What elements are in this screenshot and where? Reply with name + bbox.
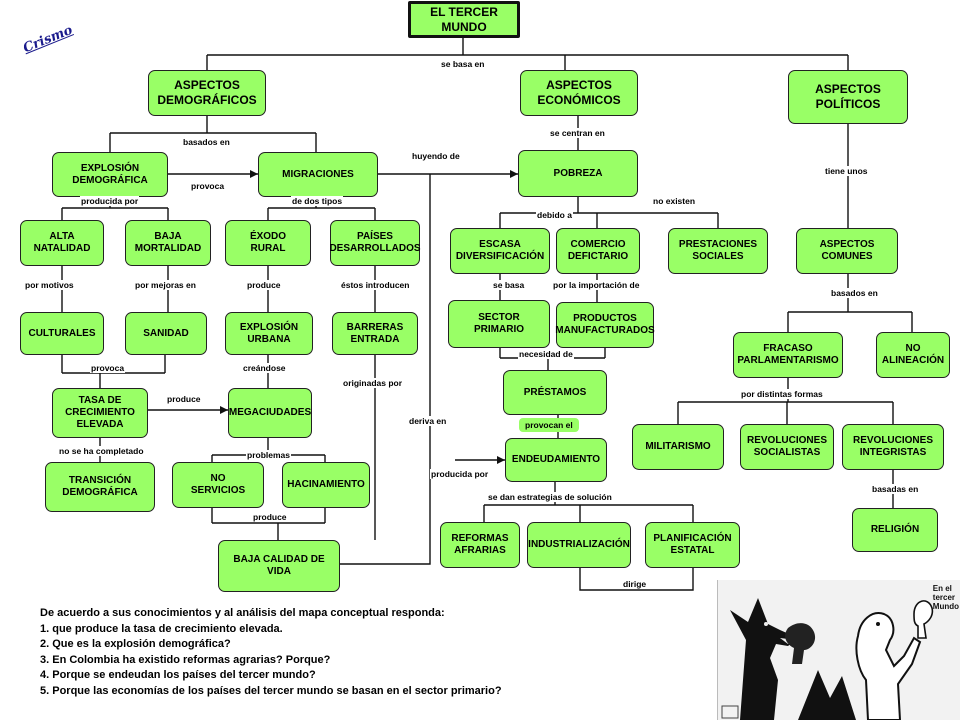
label-se-dan-estrategias: se dan estrategias de solución: [487, 492, 613, 502]
label-dirige: dirige: [622, 579, 648, 589]
node-aspectos-politicos: ASPECTOS POLÍTICOS: [788, 70, 908, 124]
questions-block: De acuerdo a sus conocimientos y al anál…: [40, 606, 680, 699]
label-se-basa-en: se basa en: [440, 59, 486, 69]
label-se-centran-en: se centran en: [549, 128, 606, 138]
node-migraciones: MIGRACIONES: [258, 152, 378, 197]
node-productos-manufacturados: PRODUCTOS MANUFACTURADOS: [555, 302, 655, 348]
label-por-la-importacion-de: por la importación de: [552, 280, 641, 290]
question-5: 5. Porque las economías de los países de…: [40, 684, 502, 697]
node-endeudamiento: ENDEUDAMIENTO: [505, 438, 607, 482]
label-originadas-por: originadas por: [342, 378, 404, 388]
label-problemas: problemas: [246, 450, 291, 460]
node-revoluciones-integristas: REVOLUCIONES INTEGRISTAS: [842, 424, 944, 470]
question-3: 3. En Colombia ha existido reformas agra…: [40, 653, 331, 666]
cartoon-caption: En el tercer Mundo: [932, 584, 959, 611]
label-basadas-en: basadas en: [871, 484, 920, 494]
label-estos-introducen: éstos introducen: [340, 280, 411, 290]
node-pobreza: POBREZA: [518, 150, 638, 197]
label-de-dos-tipos: de dos tipos: [291, 196, 344, 206]
label-basados-en: basados en: [182, 137, 231, 147]
cartoon-image: En el tercer Mundo: [717, 580, 960, 720]
node-no-alineacion: NO ALINEACIÓN: [876, 332, 950, 378]
label-deriva-en: deriva en: [408, 416, 448, 426]
label-producida-por-2: producida por: [430, 469, 490, 479]
node-baja-calidad-vida: BAJA CALIDAD DE VIDA: [218, 540, 340, 592]
node-explosion-demografica: EXPLOSIÓN DEMOGRÁFICA: [52, 152, 168, 197]
node-aspectos-economicos: ASPECTOS ECONÓMICOS: [520, 70, 638, 116]
node-baja-mortalidad: BAJA MORTALIDAD: [125, 220, 211, 266]
label-no-existen: no existen: [652, 196, 697, 206]
label-debido-a: debido a: [536, 210, 573, 220]
node-industrializacion: INDUSTRIALIZACIÓN: [527, 522, 631, 568]
question-2: 2. Que es la explosión demográfica?: [40, 638, 231, 650]
node-prestamos: PRÉSTAMOS: [503, 370, 607, 415]
node-culturales: CULTURALES: [20, 312, 104, 355]
node-comercio-deficitario: COMERCIO DEFICTARIO: [556, 228, 640, 274]
node-aspectos-demograficos: ASPECTOS DEMOGRÁFICOS: [148, 70, 266, 116]
label-creandose: creándose: [242, 363, 287, 373]
node-militarismo: MILITARISMO: [632, 424, 724, 470]
node-reformas-agrarias: REFORMAS AFRARIAS: [440, 522, 520, 568]
questions-intro: De acuerdo a sus conocimientos y al anál…: [40, 607, 445, 619]
node-barreras-entrada: BARRERAS ENTRADA: [332, 312, 418, 355]
node-tercer-mundo: EL TERCER MUNDO: [408, 1, 520, 38]
node-paises-desarrollados: PAÍSES DESARROLLADOS: [329, 220, 421, 266]
label-produce: produce: [246, 280, 282, 290]
label-no-se-ha-completado: no se ha completado: [58, 446, 145, 456]
label-provoca: provoca: [191, 181, 225, 191]
label-tiene-unos: tiene unos: [824, 166, 869, 176]
node-tasa-crecimiento: TASA DE CRECIMIENTO ELEVADA: [52, 388, 148, 438]
question-4: 4. Porque se endeudan los países del ter…: [40, 669, 316, 681]
node-religion: RELIGIÓN: [852, 508, 938, 552]
label-provoca-2: provoca: [90, 363, 126, 373]
node-sanidad: SANIDAD: [125, 312, 207, 355]
node-hacinamiento: HACINAMIENTO: [282, 462, 370, 508]
node-explosion-urbana: EXPLOSIÓN URBANA: [225, 312, 313, 355]
label-necesidad-de: necesidad de: [518, 349, 574, 359]
node-exodo-rural: ÉXODO RURAL: [225, 220, 311, 266]
node-planificacion-estatal: PLANIFICACIÓN ESTATAL: [645, 522, 740, 568]
node-aspectos-comunes: ASPECTOS COMUNES: [796, 228, 898, 274]
label-producida-por: producida por: [80, 196, 140, 206]
node-sector-primario: SECTOR PRIMARIO: [448, 300, 550, 348]
question-1: 1. que produce la tasa de crecimiento el…: [40, 622, 283, 635]
label-basados-en-2: basados en: [830, 288, 879, 298]
node-fracaso-parlamentarismo: FRACASO PARLAMENTARISMO: [733, 332, 843, 378]
label-produce-3: produce: [252, 512, 288, 522]
label-por-distintas-formas: por distintas formas: [740, 389, 824, 399]
node-no-servicios: NO SERVICIOS: [172, 462, 264, 508]
node-revoluciones-socialistas: REVOLUCIONES SOCIALISTAS: [740, 424, 834, 470]
label-por-motivos: por motivos: [24, 280, 75, 290]
node-prestaciones-sociales: PRESTACIONES SOCIALES: [668, 228, 768, 274]
label-por-mejoras-en: por mejoras en: [134, 280, 197, 290]
cartoon-illustration: [718, 580, 960, 720]
label-produce-2: produce: [167, 394, 201, 404]
label-se-basa: se basa: [492, 280, 526, 290]
label-provocan-el: provocan el: [519, 418, 579, 432]
node-escasa-diversificacion: ESCASA DIVERSIFICACIÓN: [450, 228, 550, 274]
node-transicion-demografica: TRANSICIÓN DEMOGRÁFICA: [45, 462, 155, 512]
label-huyendo-de: huyendo de: [411, 151, 461, 161]
node-megaciudades: MEGACIUDADES: [228, 388, 312, 438]
node-alta-natalidad: ALTA NATALIDAD: [20, 220, 104, 266]
